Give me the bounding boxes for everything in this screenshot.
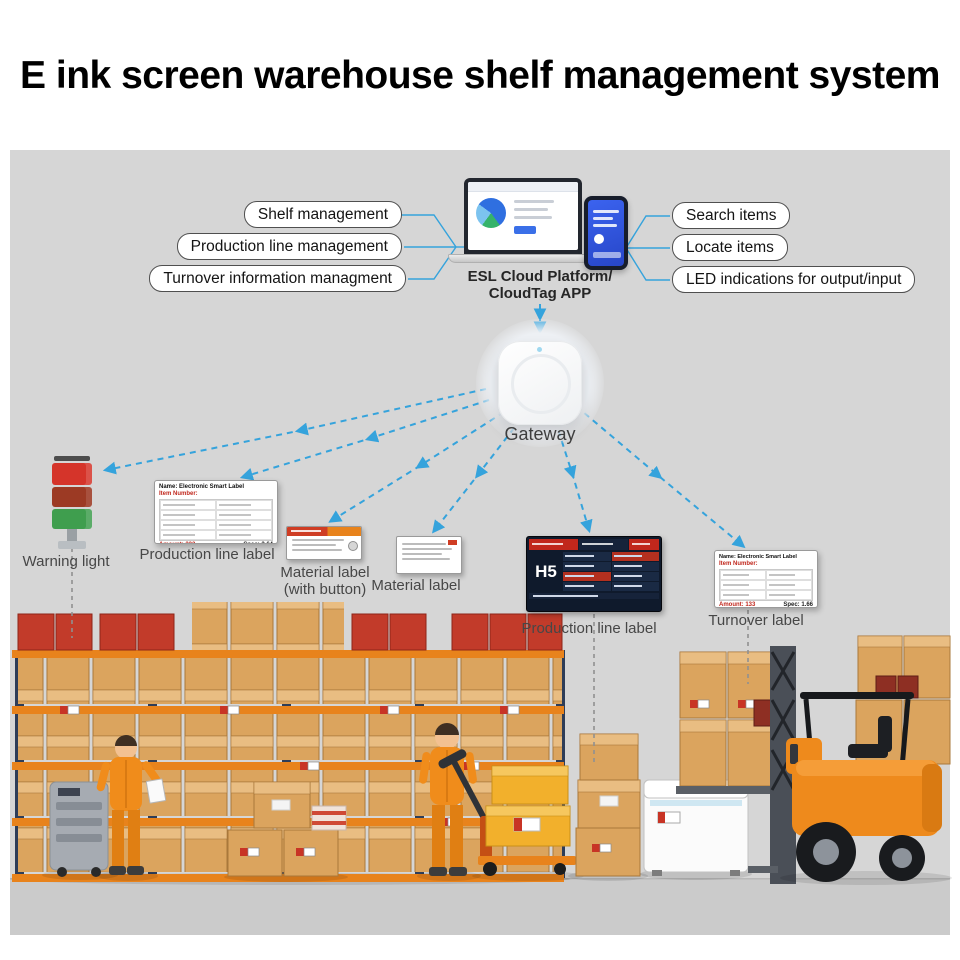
esl-red-chip	[448, 540, 457, 545]
platform-label-line2: CloudTag APP	[488, 285, 592, 302]
esl-footer: Amount: 222 Spec: 2.64	[159, 542, 273, 543]
screen-text-line	[514, 208, 548, 211]
feature-label: Production line management	[190, 238, 388, 255]
esl-amount: Amount: 133	[719, 602, 756, 608]
production-line-esl-dark-card: H5	[526, 536, 662, 612]
smartphone	[584, 196, 628, 270]
esl-header-band	[287, 527, 361, 536]
feature-bubble-shelf-management: Shelf management	[243, 201, 402, 228]
platform-label-line1: ESL Cloud Platform/	[467, 268, 613, 285]
esl-grid	[563, 552, 659, 591]
laptop-base	[448, 254, 598, 263]
material-esl-card-with-button	[286, 526, 362, 560]
esl-item-line: Item Number:	[159, 491, 198, 497]
page-title: E ink screen warehouse shelf management …	[20, 54, 940, 97]
warning-light-cap	[54, 456, 90, 461]
screen-text-line	[514, 216, 552, 219]
cloud-platform-logo-icon	[476, 198, 506, 228]
esl-text-line	[402, 543, 446, 545]
label-material-with-button: Material label (with button)	[278, 564, 372, 598]
screen-text-line	[514, 200, 554, 203]
label-warning-light: Warning light	[22, 553, 110, 570]
gateway-led	[537, 347, 542, 352]
feature-bubble-turnover-information: Turnover information managment	[149, 265, 406, 292]
esl-text-line	[292, 549, 342, 551]
production-line-esl-card: Name: Electronic Smart Label Item Number…	[154, 480, 278, 544]
label-line: Material label	[280, 564, 370, 581]
gateway-device	[498, 341, 582, 425]
laptop	[448, 178, 598, 264]
platform-label: ESL Cloud Platform/ CloudTag APP	[430, 268, 650, 302]
label-turnover: Turnover label	[708, 612, 804, 629]
feature-label: LED indications for output/input	[686, 271, 902, 288]
warning-light-pole	[67, 529, 77, 541]
esl-text-line	[292, 539, 344, 541]
laptop-screen	[464, 178, 582, 254]
esl-name-line: Name: Electronic Smart Label	[159, 484, 245, 490]
esl-amount: Amount: 222	[159, 542, 195, 543]
esl-footer	[529, 593, 659, 599]
esl-spec: Spec: 1.66	[783, 602, 813, 608]
warning-light-green-segment	[52, 509, 92, 529]
screen-text-line	[593, 217, 613, 220]
feature-bubble-locate-items: Locate items	[672, 234, 788, 261]
screen-button	[514, 226, 536, 234]
screen-text-line	[593, 224, 617, 227]
esl-button	[348, 541, 358, 551]
feature-bubble-led-indications: LED indications for output/input	[672, 266, 916, 293]
esl-header-row	[529, 539, 659, 550]
esl-text-line	[292, 544, 336, 546]
turnover-esl-card: Name: Electronic Smart Label Item Number…	[714, 550, 818, 608]
esl-name-line: Name: Electronic Smart Label	[719, 554, 797, 560]
screen-text-line	[593, 210, 619, 213]
esl-text-line	[402, 558, 450, 560]
feature-label: Locate items	[686, 239, 774, 256]
esl-grid	[159, 499, 273, 541]
esl-grid	[719, 569, 813, 601]
esl-body: H5	[529, 552, 659, 591]
esl-text-line	[402, 548, 452, 550]
gateway-ring	[511, 354, 571, 414]
esl-item-line: Item Number:	[719, 561, 758, 567]
warning-light	[46, 456, 98, 552]
esl-text-line	[402, 553, 442, 555]
esl-big-code: H5	[535, 562, 557, 581]
esl-footer: Amount: 133 Spec: 1.66	[719, 602, 813, 608]
label-material: Material label	[371, 577, 461, 594]
screen-bar	[593, 252, 621, 258]
warning-light-amber-segment	[52, 487, 92, 507]
feature-label: Turnover information managment	[163, 270, 392, 287]
feature-label: Shelf management	[257, 206, 388, 223]
label-production-line-1: Production line label	[139, 546, 275, 563]
feature-bubble-production-line-management: Production line management	[176, 233, 402, 260]
screen-dot	[594, 234, 604, 244]
label-production-line-2: Production line label	[521, 620, 657, 637]
esl-spec: Spec: 2.64	[243, 542, 273, 543]
feature-label: Search items	[686, 207, 777, 224]
warning-light-red-segment	[52, 463, 92, 485]
gateway-label: Gateway	[504, 424, 576, 444]
phone-screen	[588, 200, 624, 266]
feature-bubble-search-items: Search items	[672, 202, 791, 229]
warning-light-base	[58, 541, 86, 549]
material-esl-card	[396, 536, 462, 574]
label-line: (with button)	[283, 581, 367, 598]
